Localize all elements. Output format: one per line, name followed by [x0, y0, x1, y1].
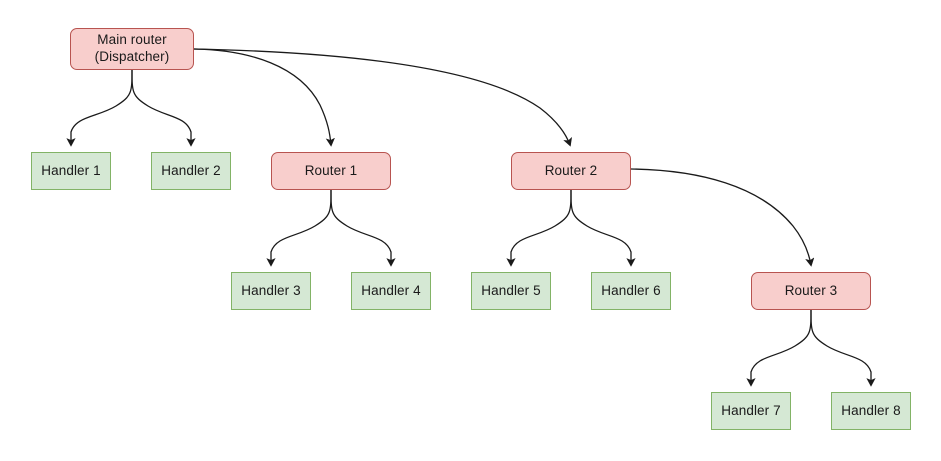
node-handler-2-label: Handler 2 [161, 162, 221, 178]
node-handler-6-label: Handler 6 [601, 282, 661, 298]
node-handler-8[interactable]: Handler 8 [831, 392, 911, 430]
node-handler-3-label: Handler 3 [241, 282, 301, 298]
node-handler-6[interactable]: Handler 6 [591, 272, 671, 310]
edge-router-2-to-handler-5 [511, 189, 572, 265]
node-handler-5[interactable]: Handler 5 [471, 272, 551, 310]
edge-main-router-to-router-1 [193, 48, 331, 145]
node-handler-1-label: Handler 1 [41, 162, 101, 178]
edge-main-router-to-handler-2 [131, 69, 191, 145]
node-handler-1[interactable]: Handler 1 [31, 152, 111, 190]
edge-router-2-to-router-3 [630, 168, 811, 265]
edge-router-3-to-handler-7 [751, 309, 812, 385]
node-router-2-label: Router 2 [544, 162, 598, 178]
node-handler-5-label: Handler 5 [481, 282, 541, 298]
node-main-router[interactable]: Main router (Dispatcher) [70, 28, 194, 70]
node-handler-2[interactable]: Handler 2 [151, 152, 231, 190]
edge-router-2-to-handler-6 [570, 189, 631, 265]
node-handler-4[interactable]: Handler 4 [351, 272, 431, 310]
node-handler-7[interactable]: Handler 7 [711, 392, 791, 430]
node-router-1[interactable]: Router 1 [271, 152, 391, 190]
node-handler-8-label: Handler 8 [841, 402, 901, 418]
node-router-3[interactable]: Router 3 [751, 272, 871, 310]
edge-router-1-to-handler-3 [271, 189, 332, 265]
edge-main-router-to-router-2 [193, 48, 570, 145]
edge-main-router-to-handler-1 [71, 69, 133, 145]
node-router-2[interactable]: Router 2 [511, 152, 631, 190]
edge-router-3-to-handler-8 [810, 309, 871, 385]
node-main-router-label: Main router (Dispatcher) [94, 32, 170, 64]
node-handler-4-label: Handler 4 [361, 282, 421, 298]
node-handler-7-label: Handler 7 [721, 402, 781, 418]
node-router-1-label: Router 1 [304, 162, 358, 178]
edge-router-1-to-handler-4 [330, 189, 391, 265]
node-handler-3[interactable]: Handler 3 [231, 272, 311, 310]
node-router-3-label: Router 3 [784, 282, 838, 298]
